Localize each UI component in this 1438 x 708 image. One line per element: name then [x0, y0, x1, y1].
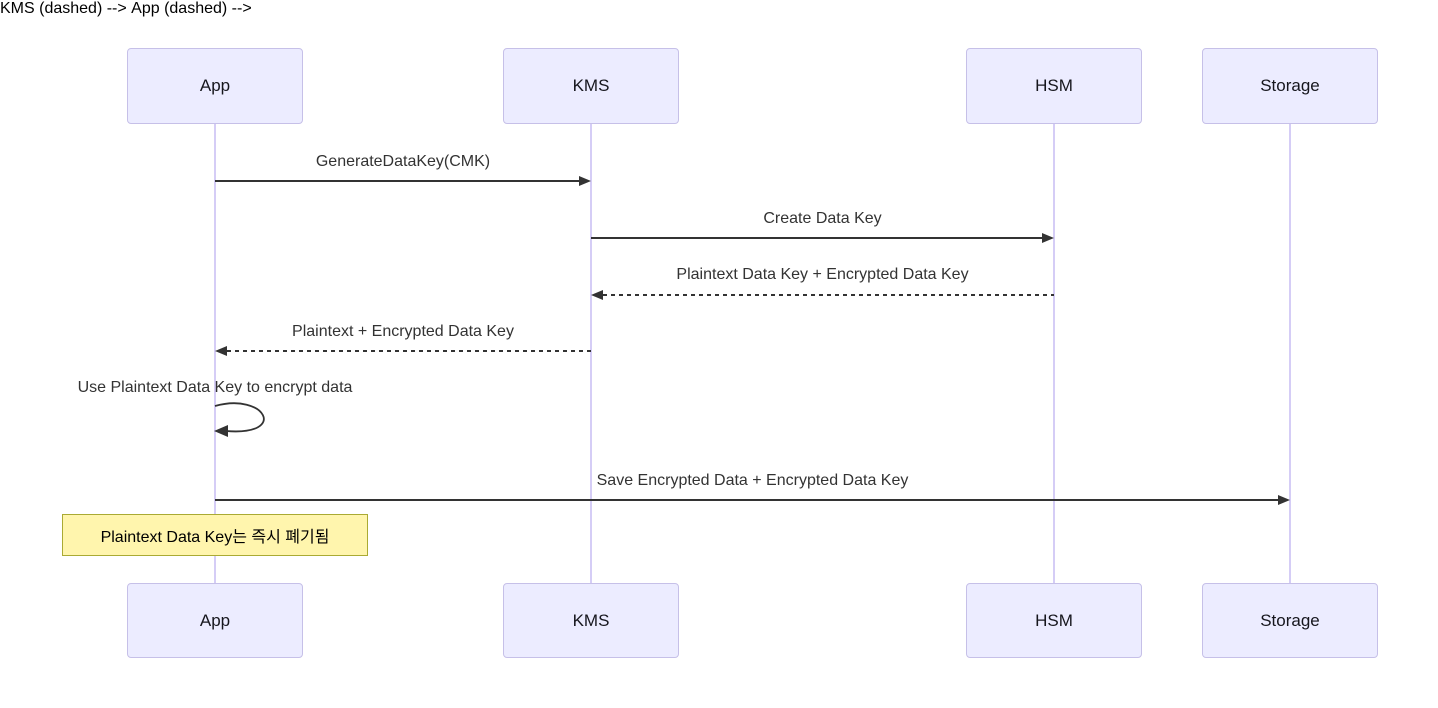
arrowhead-right-icon [1278, 495, 1290, 505]
message-generate-data-key-label: GenerateDataKey(CMK) [315, 153, 491, 170]
actor-storage-bottom: Storage [1202, 583, 1378, 658]
actor-app-top: App [127, 48, 303, 124]
message-plaintext-encrypted-key-line [603, 294, 1054, 296]
lifeline-kms [590, 124, 592, 583]
arrowhead-left-icon [591, 290, 603, 300]
note-text: Plaintext Data Key는 즉시 폐기됨 [100, 529, 330, 546]
actor-kms-bottom-label: KMS [572, 610, 610, 630]
actor-hsm-top: HSM [966, 48, 1142, 124]
actor-app-top-label: App [199, 76, 231, 95]
message-plaintext-plus-encrypted-line [227, 350, 591, 352]
actor-storage-top: Storage [1202, 48, 1378, 124]
actor-storage-bottom-label: Storage [1260, 610, 1320, 630]
message-generate-data-key-line [215, 180, 579, 182]
actor-app-bottom-label: App [199, 610, 231, 630]
actor-hsm-bottom: HSM [966, 583, 1142, 658]
message-save-encrypted-data-line [215, 499, 1278, 501]
message-plaintext-plus-encrypted-label: Plaintext + Encrypted Data Key [292, 323, 514, 340]
message-save-encrypted-data-label: Save Encrypted Data + Encrypted Data Key [596, 472, 909, 489]
arrowhead-right-icon [579, 176, 591, 186]
message-create-data-key-line [591, 237, 1042, 239]
message-create-data-key-label: Create Data Key [763, 210, 882, 227]
lifeline-storage [1289, 124, 1291, 583]
actor-kms-top-label: KMS [572, 76, 610, 95]
arrowhead-left-icon [215, 346, 227, 356]
actor-app-bottom: App [127, 583, 303, 658]
actor-kms-top: KMS [503, 48, 679, 124]
actor-kms-bottom: KMS [503, 583, 679, 658]
arrowhead-right-icon [1042, 233, 1054, 243]
note-over-app: Plaintext Data Key는 즉시 폐기됨 [62, 514, 368, 556]
lifeline-hsm [1053, 124, 1055, 583]
message-plaintext-encrypted-key-label: Plaintext Data Key + Encrypted Data Key [676, 266, 969, 283]
actor-hsm-bottom-label: HSM [1035, 610, 1073, 630]
actor-storage-top-label: Storage [1260, 76, 1320, 95]
message-self-encrypt-label: Use Plaintext Data Key to encrypt data [77, 379, 353, 396]
self-loop-arrow-icon [214, 402, 265, 437]
actor-hsm-top-label: HSM [1035, 76, 1073, 95]
